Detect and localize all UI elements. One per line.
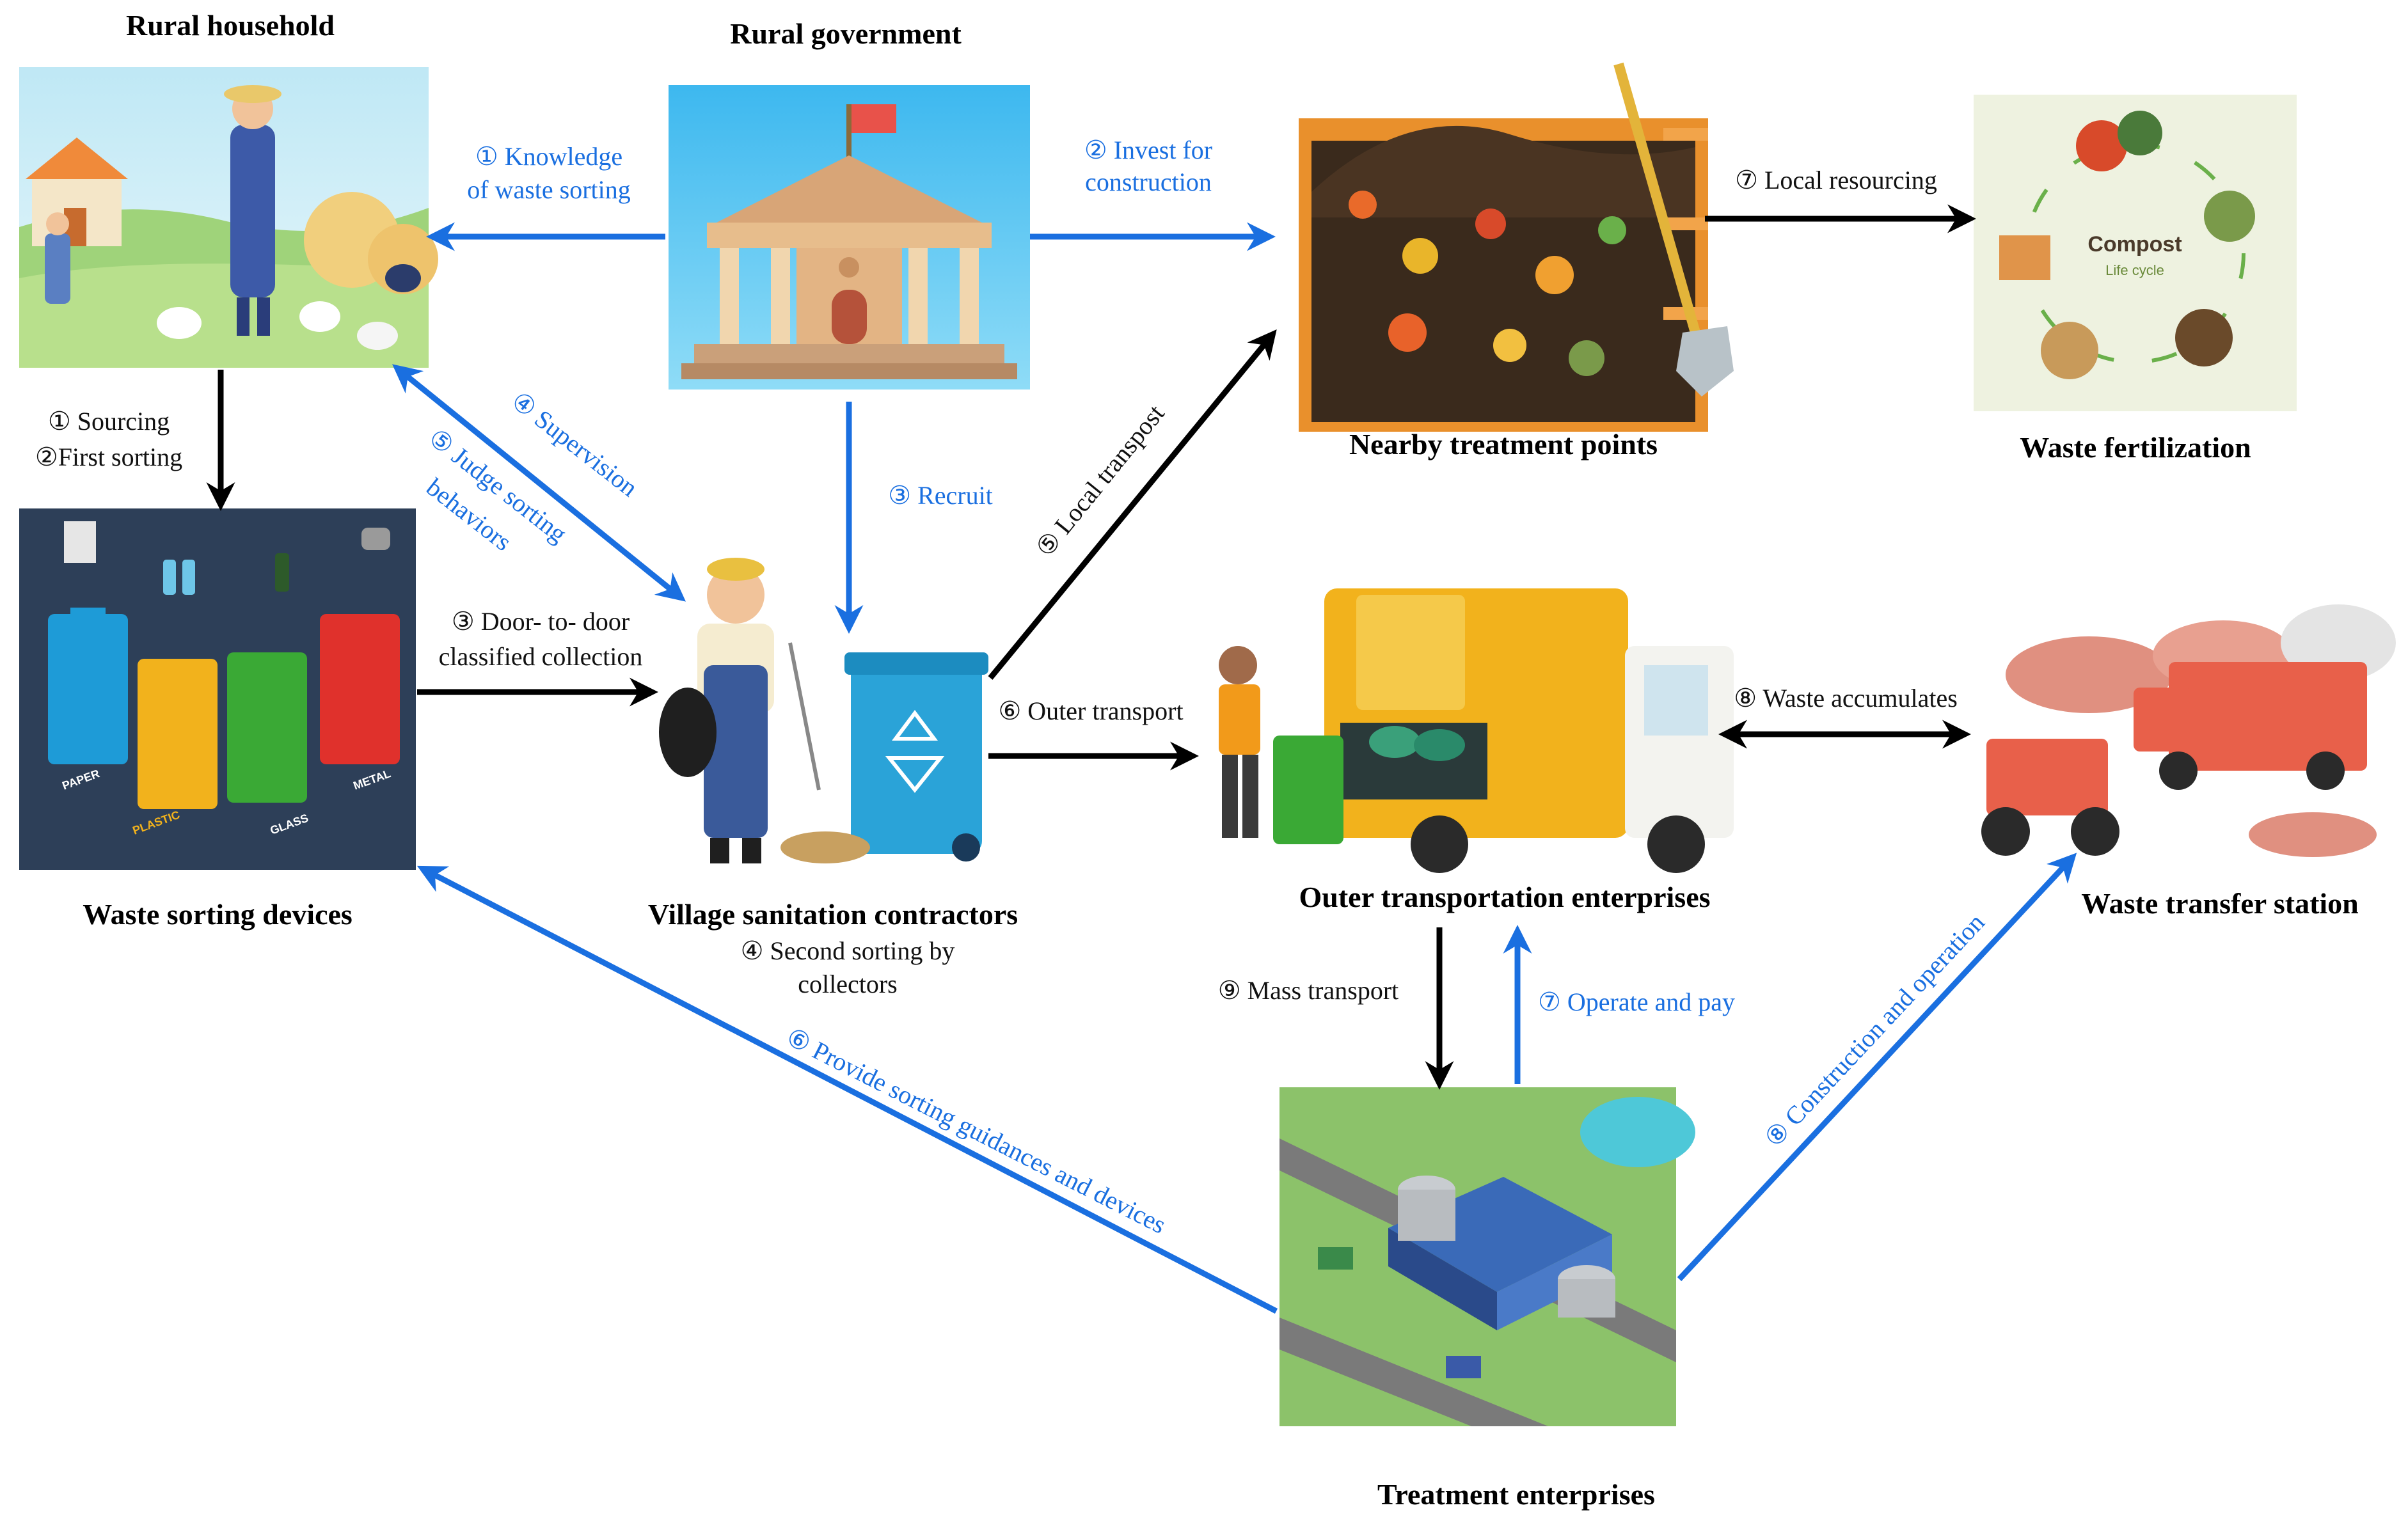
title-treatment-enterprises: Treatment enterprises	[1377, 1478, 1655, 1511]
label-outer-transport: ⑥ Outer transport	[998, 697, 1183, 725]
arrow-local-transport	[988, 329, 1277, 680]
label-second-sorting-1: ④ Second sorting by	[741, 936, 955, 965]
title-waste-fertilization: Waste fertilization	[2020, 431, 2251, 464]
treatment-factory-illustration	[1279, 1087, 1695, 1426]
garbage-truck-illustration	[1219, 588, 1734, 873]
rural-household-illustration	[19, 67, 438, 368]
title-village-sanitation-contractors: Village sanitation contractors	[648, 898, 1018, 931]
bin-green	[227, 652, 307, 803]
label-construction-operation: ⑧ Construction and operation	[1759, 908, 1990, 1153]
label-invest-1: ② Invest for	[1084, 136, 1212, 164]
label-knowledge-1: ① Knowledge	[475, 142, 622, 171]
waste-sorting-bins-illustration: PAPER PLASTIC GLASS METAL	[19, 508, 416, 870]
bin-yellow	[138, 659, 218, 809]
label-provide-guidance: ⑥ Provide sorting guidances and devices	[782, 1022, 1171, 1239]
bin-red	[320, 614, 400, 764]
label-mass-transport: ⑨ Mass transport	[1218, 976, 1399, 1005]
label-door-2: classified collection	[439, 642, 643, 671]
label-knowledge-2: of waste sorting	[467, 175, 631, 204]
arrow-construction-operation	[1677, 853, 2077, 1282]
label-recruit: ③ Recruit	[888, 481, 993, 510]
title-outer-transportation-enterprises: Outer transportation enterprises	[1299, 881, 1710, 913]
label-sourcing: ① Sourcing	[48, 407, 170, 436]
label-waste-accumulates: ⑧ Waste accumulates	[1734, 684, 1958, 712]
title-nearby-treatment-points: Nearby treatment points	[1349, 428, 1658, 460]
label-door-1: ③ Door- to- door	[452, 607, 630, 636]
compost-subtitle: Life cycle	[2105, 262, 2164, 278]
bin-blue	[48, 614, 128, 764]
label-invest-2: construction	[1085, 168, 1212, 196]
compost-title: Compost	[2087, 232, 2182, 256]
label-second-sorting-2: collectors	[798, 970, 898, 998]
label-supervision: ④ Supervision	[506, 386, 643, 502]
label-operate-pay: ⑦ Operate and pay	[1538, 988, 1735, 1016]
title-rural-household: Rural household	[126, 9, 335, 42]
label-first-sorting: ②First sorting	[35, 443, 182, 471]
sanitation-worker-illustration	[659, 558, 988, 863]
arrow-provide-guidance	[417, 865, 1278, 1314]
label-local-resourcing: ⑦ Local resourcing	[1735, 166, 1937, 194]
arrow-supervision	[392, 364, 686, 602]
rural-government-illustration	[669, 85, 1030, 390]
title-waste-transfer-station: Waste transfer station	[2081, 887, 2359, 920]
title-rural-government: Rural government	[730, 17, 962, 50]
compost-cycle-illustration: Compost Life cycle	[1974, 95, 2297, 411]
compost-heap-illustration	[1299, 62, 1734, 432]
title-waste-sorting-devices: Waste sorting devices	[83, 898, 352, 931]
transfer-station-illustration	[1967, 579, 2396, 857]
